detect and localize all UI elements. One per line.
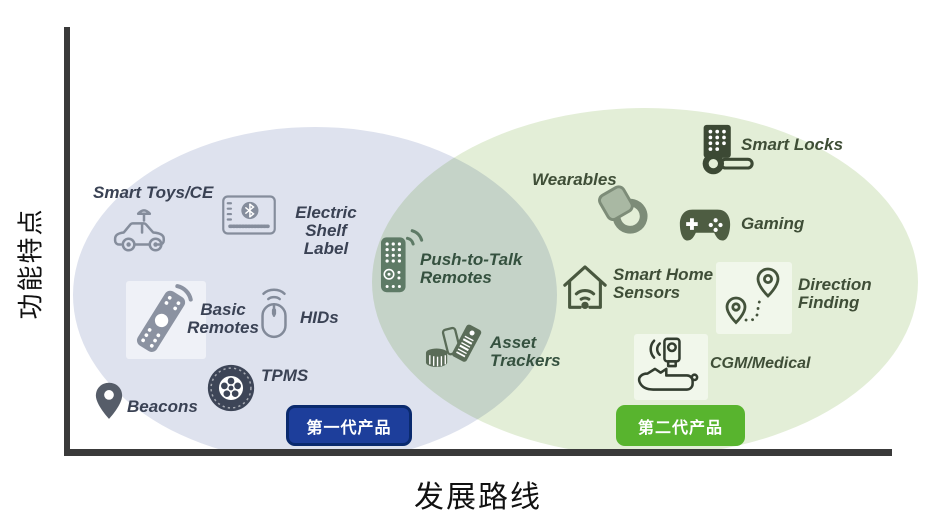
item-label-direction-finding: Direction Finding (798, 275, 872, 313)
shelf-label-icon (222, 195, 276, 235)
x-axis-label: 发展路线 (414, 481, 542, 514)
item-label-beacons: Beacons (127, 397, 198, 416)
y-axis-label: 功能特点 (15, 207, 46, 320)
tire-icon (207, 364, 255, 412)
smartwatch-icon (598, 185, 648, 234)
item-label-tpms: TPMS (261, 366, 309, 385)
map-pin-icon (95, 382, 123, 419)
plot-area (73, 108, 918, 452)
toy-car-icon (113, 209, 165, 252)
cgm-arm-icon (637, 337, 699, 391)
gamepad-icon (679, 209, 731, 241)
direction-finding-highlight (716, 262, 792, 334)
direction-pins-icon (725, 267, 780, 325)
item-label-cgm-medical: CGM/Medical (710, 355, 811, 372)
item-label-wearables: Wearables (532, 170, 617, 189)
item-label-basic-remotes: Basic Remotes (187, 300, 259, 338)
item-label-smart-locks: Smart Locks (741, 135, 844, 154)
house-wifi-icon (563, 265, 607, 310)
asset-tag-icon (425, 324, 482, 367)
mouse-icon (261, 288, 287, 339)
item-label-hids: HIDs (300, 308, 339, 327)
item-label-ptt-remotes: Push-to-Talk Remotes (420, 250, 523, 288)
remote-icon (136, 284, 193, 352)
gen1-button[interactable]: 第一代产品 (286, 405, 412, 446)
y-axis-line (64, 27, 70, 456)
item-label-smart-toys: Smart Toys/CE (93, 183, 214, 202)
item-label-electric-shelf-label: Electric Shelf Label (295, 203, 357, 259)
item-label-asset-trackers: Asset Trackers (490, 333, 561, 371)
gen2-button[interactable]: 第二代产品 (616, 405, 745, 446)
x-axis-line (64, 449, 892, 456)
item-label-smart-home-sensors: Smart Home Sensors (613, 265, 714, 303)
item-label-gaming: Gaming (741, 214, 805, 233)
ptt-remote-icon (380, 229, 424, 293)
smart-lock-icon (702, 124, 754, 175)
